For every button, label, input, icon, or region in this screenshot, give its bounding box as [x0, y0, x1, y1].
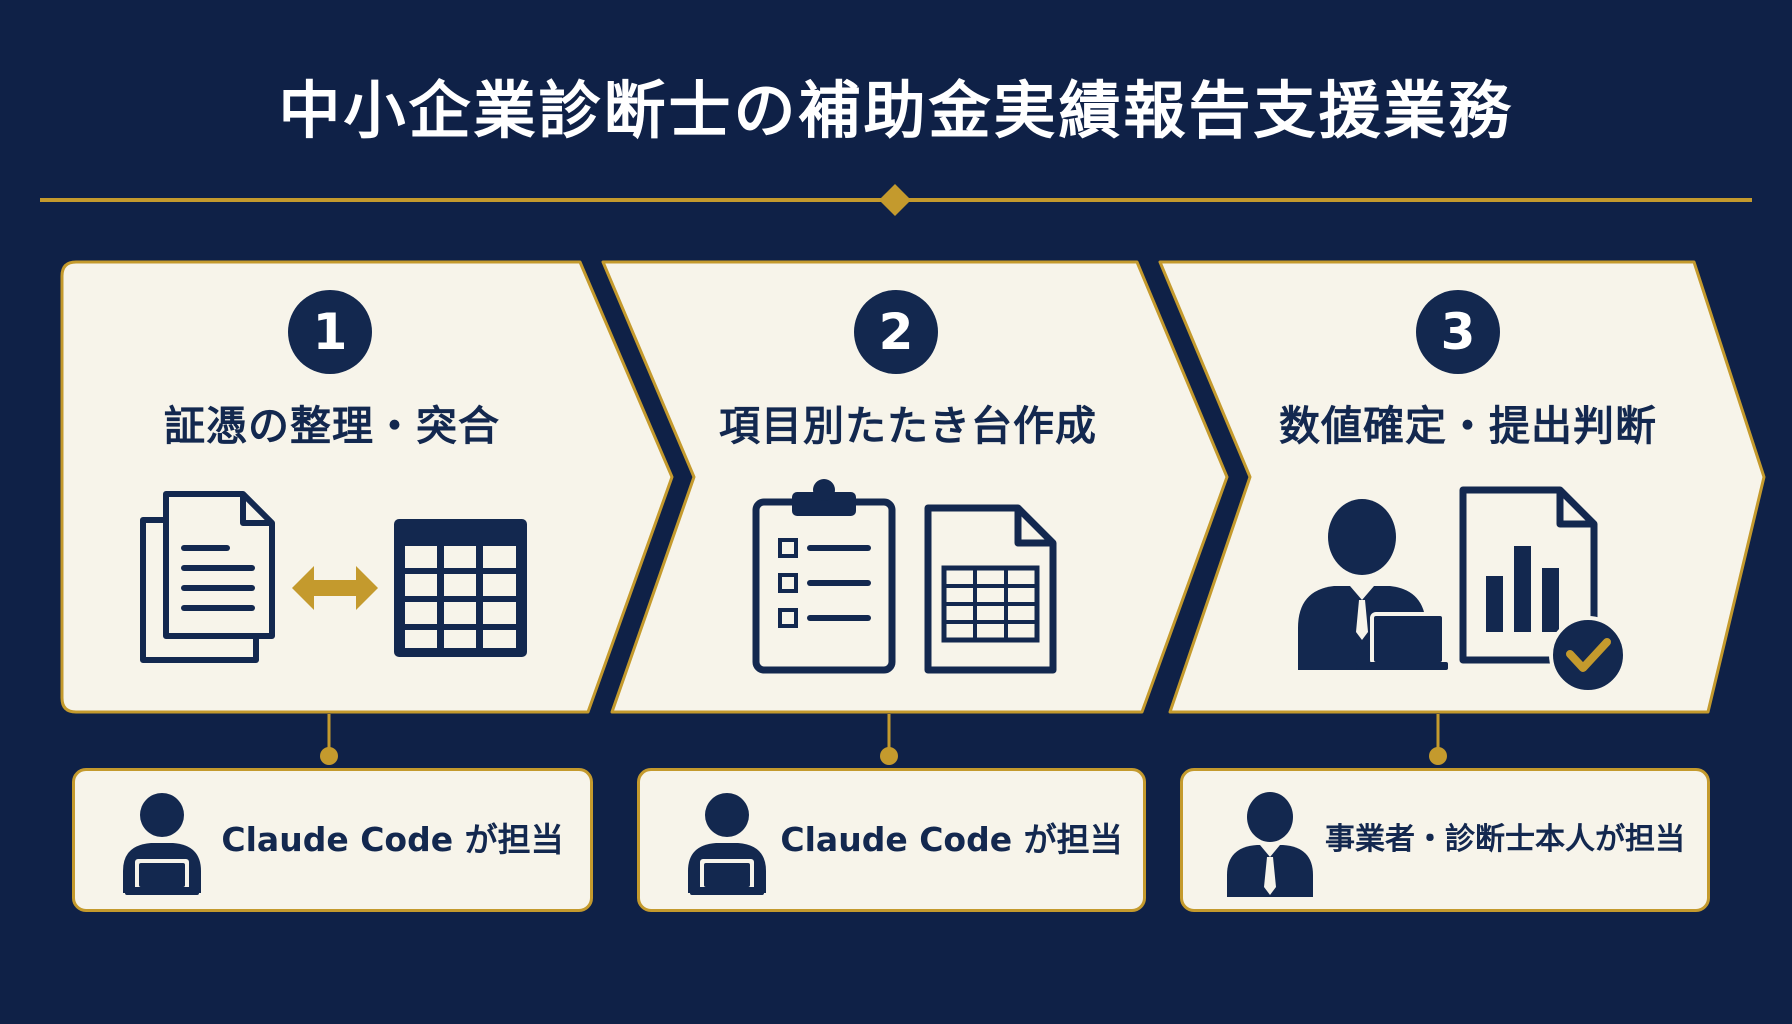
step-3-label: 数値確定・提出判断	[1279, 402, 1657, 450]
connector-2	[880, 714, 898, 765]
chart-report-check-icon	[1459, 486, 1627, 694]
step-2-label: 項目別たたき台作成	[719, 402, 1097, 450]
person-laptop-icon	[123, 793, 201, 895]
step-1-label: 証憑の整理・突合	[164, 402, 500, 450]
documents-icon	[140, 491, 275, 663]
clipboard-checklist-icon	[752, 479, 896, 674]
spreadsheet-document-icon	[924, 504, 1057, 674]
role-2-text: Claude Code が担当	[780, 820, 1123, 859]
step-1-number: 1	[288, 290, 372, 374]
person-laptop-icon	[688, 793, 766, 895]
divider-diamond	[879, 184, 911, 216]
businessperson-laptop-icon	[1298, 499, 1448, 670]
connector-3	[1429, 714, 1447, 765]
table-icon	[394, 519, 527, 657]
role-3-text: 事業者・診断士本人が担当	[1325, 822, 1685, 857]
connector-1	[320, 714, 338, 765]
businessperson-icon	[1227, 792, 1313, 897]
step-2-number: 2	[854, 290, 938, 374]
step-3-number: 3	[1416, 290, 1500, 374]
role-box-2: Claude Code が担当	[637, 768, 1146, 912]
role-box-3: 事業者・診断士本人が担当	[1180, 768, 1710, 912]
page-title: 中小企業診断士の補助金実績報告支援業務	[278, 74, 1514, 147]
role-box-1: Claude Code が担当	[72, 768, 593, 912]
role-1-text: Claude Code が担当	[221, 820, 564, 859]
double-arrow-icon	[292, 566, 378, 610]
